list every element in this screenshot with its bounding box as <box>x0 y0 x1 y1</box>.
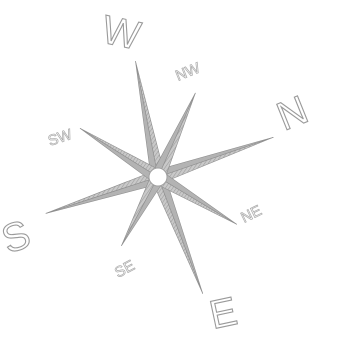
label-se: SE <box>112 257 138 281</box>
label-nw: NW <box>173 59 203 84</box>
label-w: W <box>98 8 144 59</box>
label-ne: NE <box>238 202 264 226</box>
label-e: E <box>206 289 241 338</box>
label-n: N <box>271 88 314 140</box>
label-s: S <box>0 212 36 262</box>
compass-center-circle <box>149 168 167 186</box>
label-sw: SW <box>46 126 75 150</box>
